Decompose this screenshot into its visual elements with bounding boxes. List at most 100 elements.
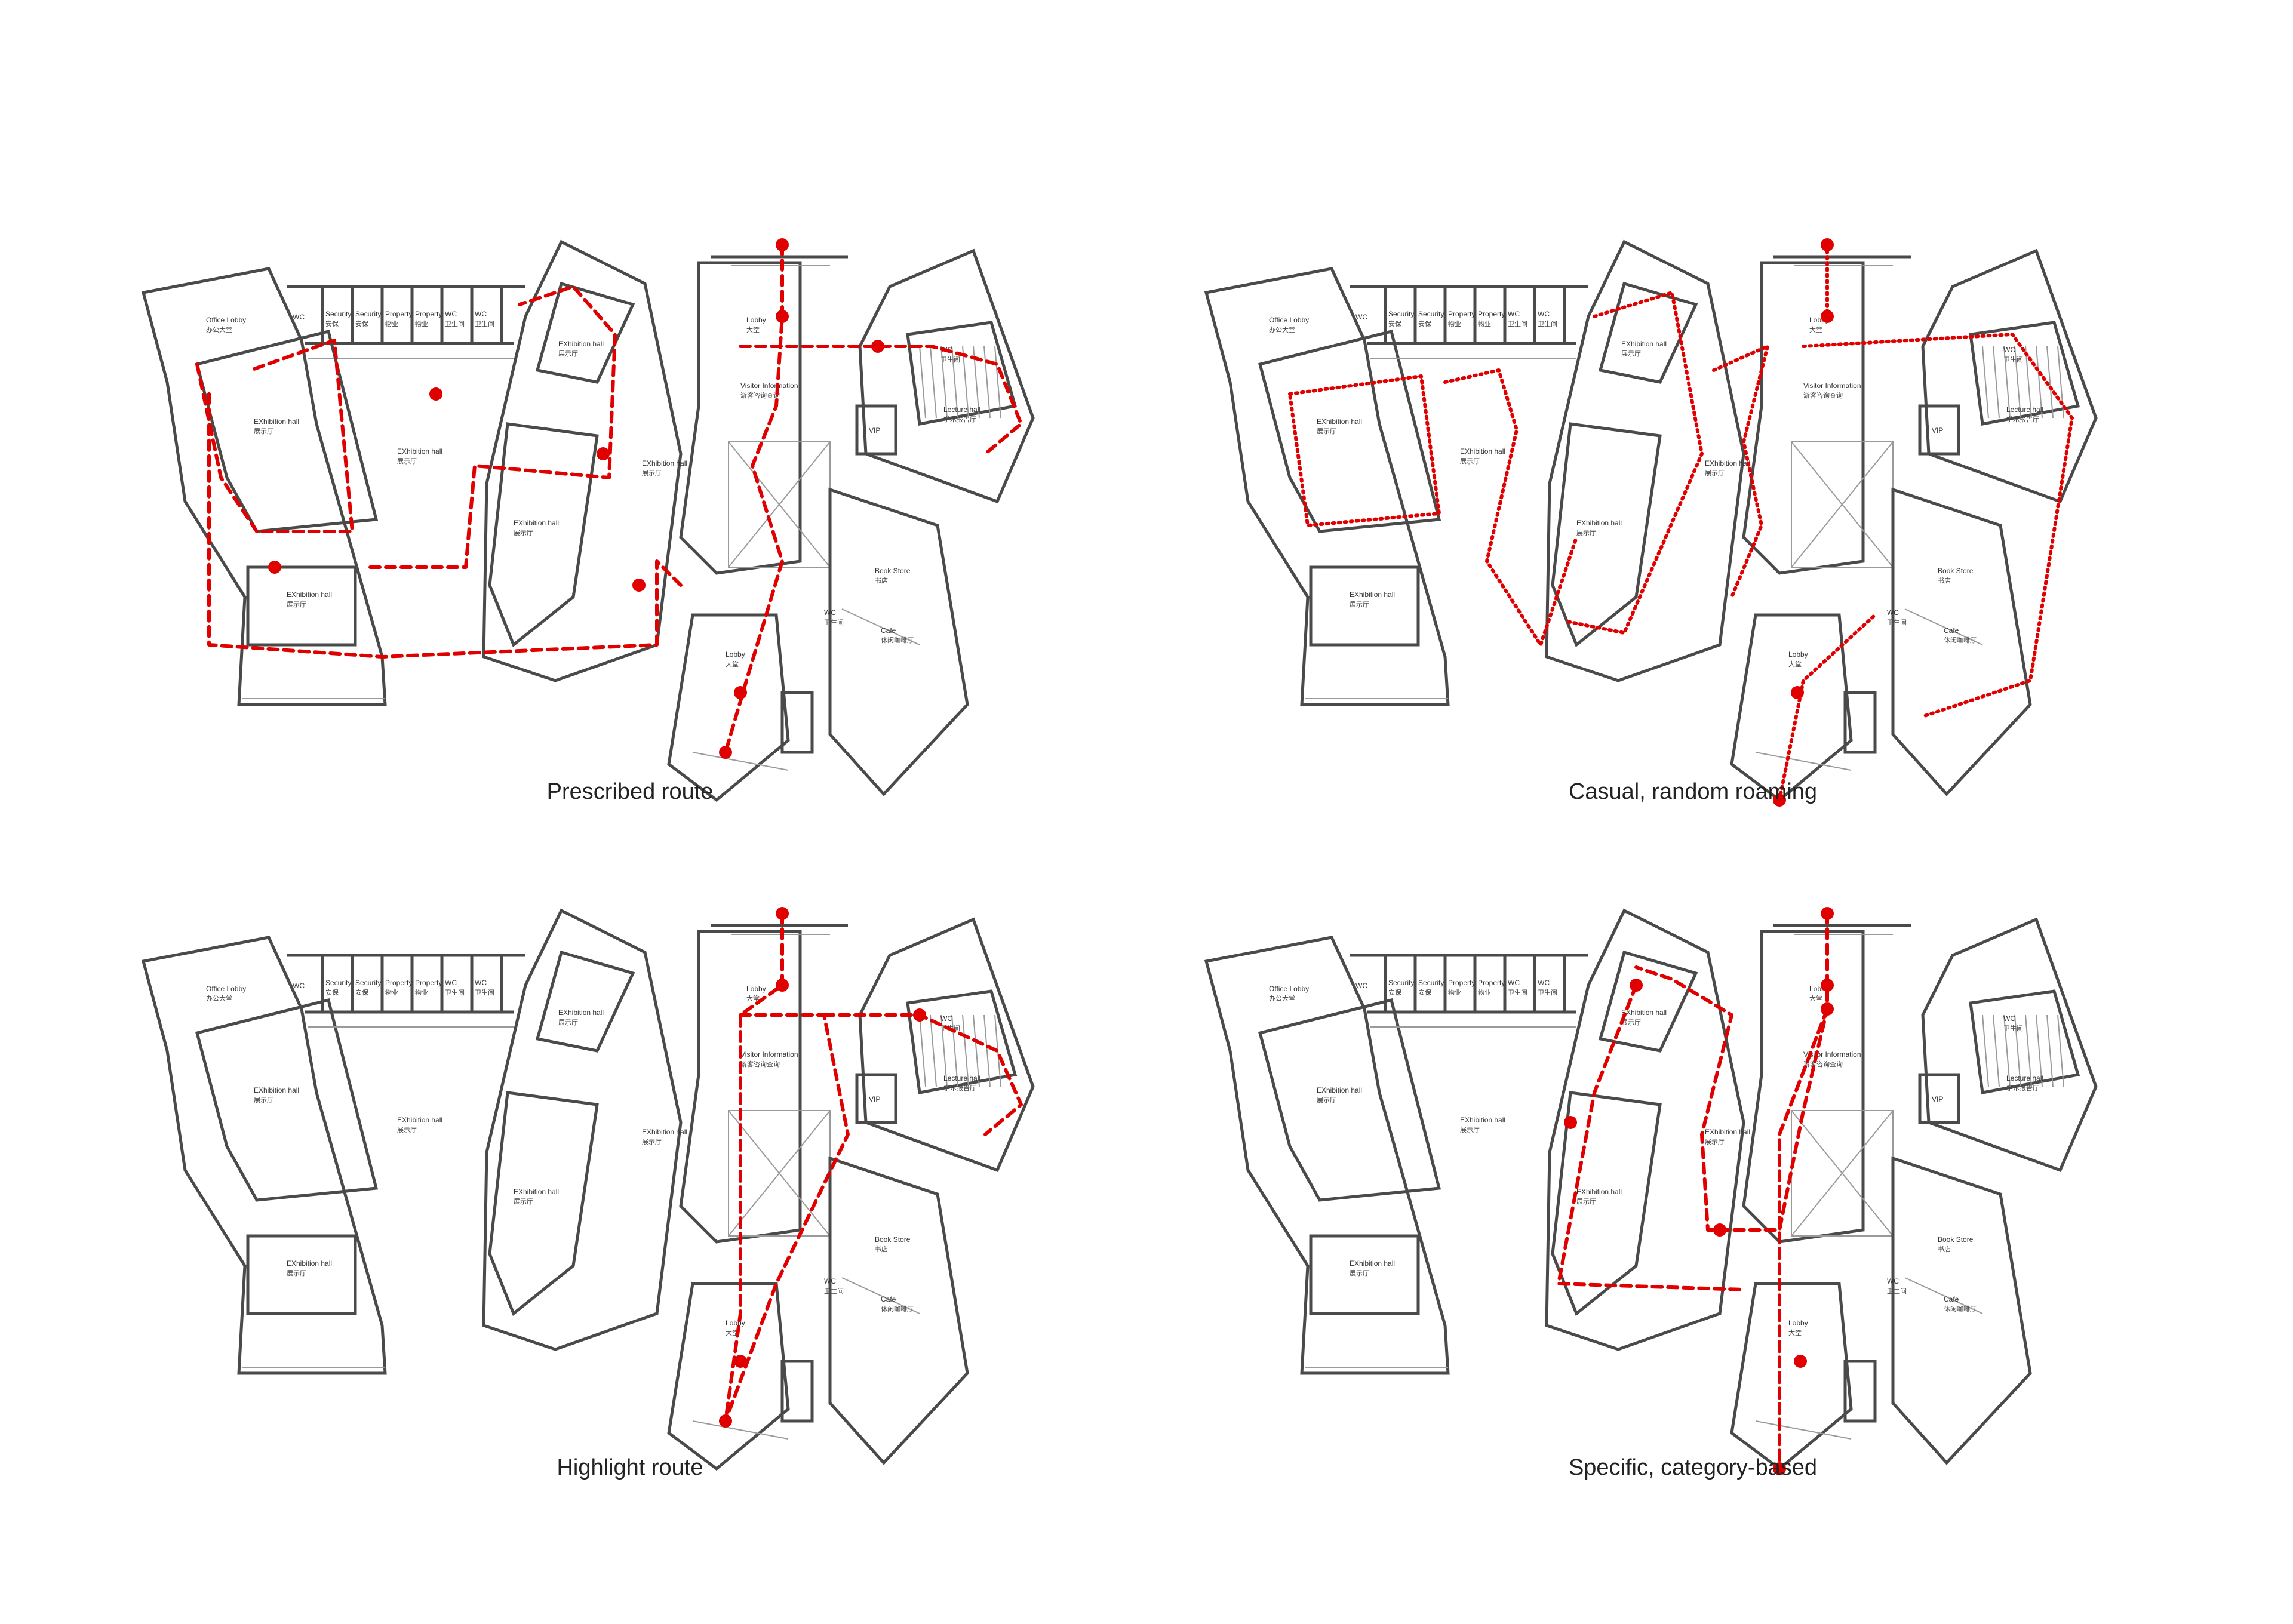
route-segment-highlight [822, 1013, 1023, 1136]
label-exhibition-upper: EXhibition hall [1621, 1008, 1667, 1017]
route-point-specific [1773, 1462, 1786, 1475]
lecture-seat-row [930, 346, 937, 419]
label-exhibition-upper: EXhibition hall [558, 340, 604, 348]
label-exhibition-east: EXhibition hall [642, 1128, 687, 1136]
label-wc-west: WC [293, 313, 305, 321]
lecture-seat-row [1982, 346, 1989, 419]
route-point-prescribed [429, 387, 442, 401]
lecture-seat-row [2003, 1014, 2011, 1087]
route-point-prescribed [776, 310, 789, 323]
label-wc-1-zh: 卫生间 [445, 319, 465, 328]
label-exhibition-lower: EXhibition hall [514, 1188, 559, 1196]
route-segment-casual [1288, 374, 1441, 527]
label-lecture-hall: Lecture hall [943, 405, 980, 414]
label-visitor-info: Visitor Information [740, 1050, 798, 1059]
label-vip: VIP [1932, 1095, 1943, 1103]
bookstore-cafe-wing [828, 487, 969, 796]
label-exhibition-lower: EXhibition hall [514, 519, 559, 527]
lecture-seat-row [940, 346, 948, 419]
label-exhibition-small: EXhibition hall [1350, 590, 1395, 599]
label-office-lobby-zh: 办公大堂 [1269, 994, 1295, 1002]
bookstore-divider [1904, 1277, 1983, 1314]
south-wc [1843, 691, 1877, 754]
label-wc-west: WC [293, 982, 305, 990]
label-book-store: Book Store [875, 567, 911, 575]
small-exhibition-hall-room [246, 1234, 357, 1315]
lecture-seat-row [2014, 346, 2021, 419]
label-exhibition-west: EXhibition hall [254, 1086, 299, 1094]
label-security-2: Security [355, 979, 381, 987]
label-book-store-zh: 书店 [1938, 576, 1951, 585]
label-exhibition-west-zh: 展示厅 [254, 427, 273, 435]
bookstore-cafe-wing [1891, 1156, 2032, 1465]
route-segment-specific [1778, 1007, 1829, 1471]
south-lobby [667, 1282, 790, 1471]
route-point-highlight [734, 1355, 747, 1368]
central-exhibition-wing [1545, 239, 1745, 682]
south-entry-canopy [1755, 752, 1852, 771]
label-wc-south: WC [824, 608, 836, 617]
label-exhibition-small-zh: 展示厅 [1350, 601, 1369, 608]
lecture-seat-row [2025, 1014, 2032, 1087]
label-exhibition-corridor-zh: 展示厅 [1460, 1126, 1480, 1134]
label-wc-2: WC [1538, 310, 1550, 318]
label-lecture-hall: Lecture hall [2006, 1074, 2043, 1082]
lecture-hall-room [906, 989, 1018, 1094]
east-exhibition-block [1742, 261, 1865, 575]
label-cafe-zh: 休闲咖啡厅 [881, 1305, 914, 1313]
lecture-hall-wing [1921, 917, 2098, 1173]
route-segment-prescribed [195, 339, 354, 533]
label-wc-west: WC [1355, 982, 1367, 990]
lecture-seat-row [919, 1014, 926, 1087]
lecture-hall-room [1969, 321, 2080, 426]
label-security-1-zh: 安保 [325, 319, 339, 328]
label-lobby-south: Lobby [1788, 1319, 1808, 1327]
label-exhibition-east-zh: 展示厅 [642, 1138, 662, 1146]
label-property-1-zh: 物业 [385, 319, 398, 328]
label-lecture-hall: Lecture hall [2006, 405, 2043, 414]
label-exhibition-upper: EXhibition hall [1621, 340, 1667, 348]
label-security-1-zh: 安保 [1388, 988, 1401, 996]
lecture-seat-row [962, 346, 969, 419]
route-segment-casual [1443, 368, 1578, 647]
label-wc-south: WC [1887, 1277, 1899, 1285]
label-book-store-zh: 书店 [875, 1245, 888, 1253]
label-property-2-zh: 物业 [415, 319, 428, 328]
label-visitor-info-zh: 游客咨询查询 [740, 1060, 780, 1068]
label-exhibition-lower: EXhibition hall [1576, 1188, 1622, 1196]
south-lobby [1730, 613, 1853, 802]
label-property-1: Property [385, 979, 412, 987]
label-wc-south-zh: 卫生间 [824, 618, 844, 626]
label-exhibition-west: EXhibition hall [1317, 417, 1362, 426]
vip-room [855, 404, 897, 456]
label-cafe: Cafe [1944, 626, 1959, 635]
label-office-lobby: Office Lobby [206, 316, 246, 324]
small-exhibition-hall-room [1309, 1234, 1420, 1315]
label-exhibition-corridor: EXhibition hall [397, 447, 442, 456]
small-exhibition-hall-room [246, 565, 357, 647]
small-exhibition-hall-room [1309, 565, 1420, 647]
caption-casual-roaming: Casual, random roaming [1568, 779, 1818, 804]
route-highlight [719, 907, 1023, 1428]
label-cafe: Cafe [881, 1295, 896, 1303]
route-point-specific [1821, 907, 1834, 920]
route-point-prescribed [268, 561, 281, 574]
west-exhibition-hall-room [195, 998, 379, 1202]
vip-room [1918, 404, 1960, 456]
label-exhibition-small: EXhibition hall [287, 590, 332, 599]
lecture-seat-row [2025, 346, 2032, 419]
label-wc-1: WC [1508, 310, 1520, 318]
label-exhibition-corridor-zh: 展示厅 [1460, 457, 1480, 465]
lecture-seat-row [973, 1014, 980, 1087]
label-property-1: Property [385, 310, 412, 318]
label-property-2: Property [1478, 310, 1505, 318]
label-exhibition-small-zh: 展示厅 [287, 1269, 306, 1277]
route-point-casual [1821, 238, 1834, 251]
lecture-seat-row [2003, 346, 2011, 419]
route-segment-casual [1802, 333, 2074, 718]
label-security-1: Security [325, 310, 351, 318]
vip-room [855, 1073, 897, 1124]
lecture-seat-row [983, 346, 991, 419]
